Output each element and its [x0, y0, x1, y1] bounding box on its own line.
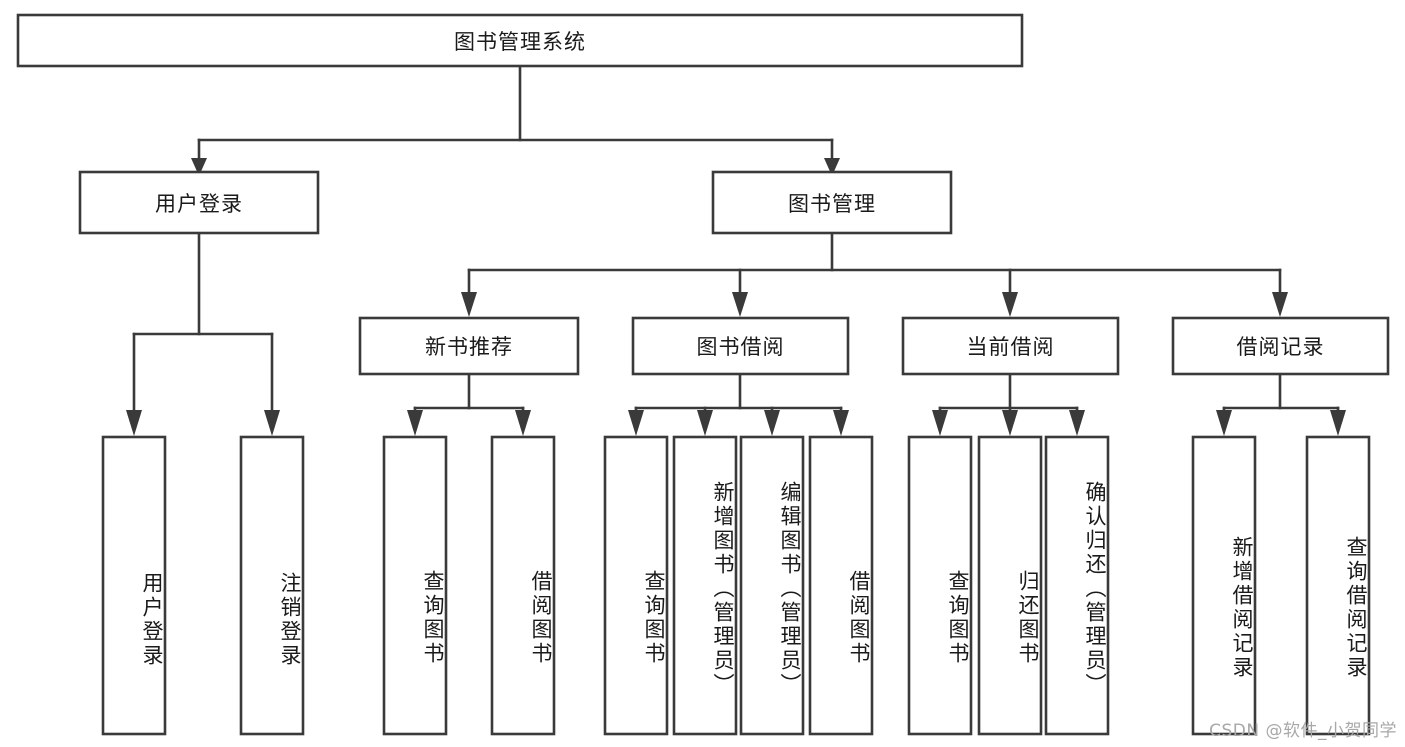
node-borrow-record[interactable] [1171, 316, 1390, 376]
csdn-watermark: CSDN @软件_小贺同学 [1209, 721, 1397, 741]
connector-bookborrow-to-leaves [628, 372, 849, 436]
node-leaf-add-book[interactable] [672, 435, 738, 736]
node-leaf-user-logout[interactable] [239, 435, 305, 736]
node-leaf-query-record[interactable] [1305, 435, 1371, 736]
node-leaf-user-login[interactable] [101, 435, 167, 736]
node-leaf-query-book-2[interactable] [603, 435, 669, 736]
node-leaf-edit-book[interactable] [739, 435, 805, 736]
node-leaf-query-book-3[interactable] [907, 435, 973, 736]
node-book-manage[interactable] [711, 170, 953, 235]
node-leaf-query-book-1[interactable] [382, 435, 448, 736]
node-leaf-return-book[interactable] [977, 435, 1043, 736]
node-leaf-borrow-book-2[interactable] [808, 435, 874, 736]
node-leaf-borrow-book-1[interactable] [490, 435, 556, 736]
connector-currentborrow-to-leaves [932, 372, 1085, 436]
node-new-book-rec[interactable] [358, 316, 580, 376]
node-book-borrow[interactable] [631, 316, 850, 376]
connector-newbook-to-leaves [407, 372, 531, 436]
node-user-login[interactable] [78, 170, 320, 235]
node-current-borrow[interactable] [901, 316, 1120, 376]
node-leaf-confirm-return[interactable] [1044, 435, 1110, 736]
node-root[interactable] [16, 13, 1024, 68]
connector-bookmanage-to-level3 [461, 231, 1288, 317]
node-leaf-add-record[interactable] [1191, 435, 1257, 736]
connector-root-to-level2 [191, 64, 840, 176]
connector-userlogin-to-leaves [126, 231, 280, 436]
connector-borrowrecord-to-leaves [1216, 372, 1346, 436]
